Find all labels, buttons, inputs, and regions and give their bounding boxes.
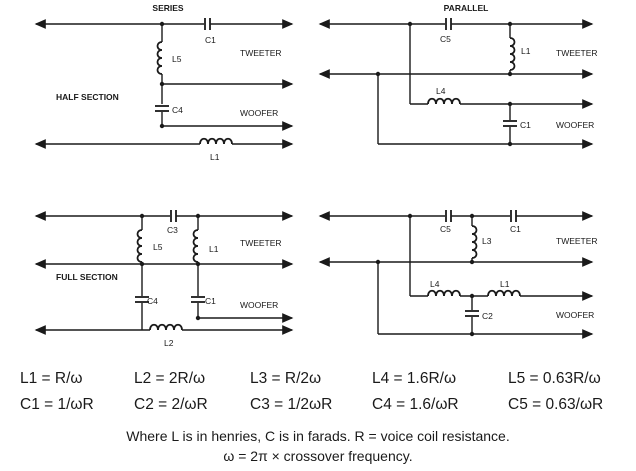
inductor-l2-series-full (149, 323, 183, 331)
label-l5: L5 (172, 54, 182, 64)
woofer-label: WOOFER (556, 120, 594, 130)
label-l1: L1 (521, 46, 531, 56)
inductor-l5-series-half (156, 41, 163, 75)
label-l1: L1 (209, 244, 219, 254)
label-l1: L1 (500, 279, 510, 289)
formula-c4: C4 = 1.6/ωR (372, 396, 459, 413)
capacitor-c1-series-full (191, 296, 205, 303)
formula-l4: L4 = 1.6R/ω (372, 370, 457, 387)
capacitor-c1-parallel-full (510, 210, 517, 222)
woofer-label: WOOFER (556, 310, 594, 320)
full-section-label: FULL SECTION (56, 272, 118, 282)
label-c4: C4 (147, 296, 158, 306)
tweeter-label: TWEETER (556, 48, 598, 58)
label-c1: C1 (205, 35, 216, 45)
capacitor-c2-parallel-full (465, 310, 479, 317)
inductor-l4-parallel-half (427, 97, 461, 105)
formula-c3: C3 = 1/2ωR (250, 396, 333, 413)
series-header: SERIES (152, 3, 184, 13)
inductor-l1-parallel-half (509, 37, 516, 71)
crossover-network-diagram: SERIES C1 L5 C4 L1 TWEETER WOOFER HALF (34, 3, 598, 348)
tweeter-label: TWEETER (556, 236, 598, 246)
tweeter-label: TWEETER (240, 238, 282, 248)
inductor-l1-series-full (192, 229, 199, 263)
tweeter-label: TWEETER (240, 48, 282, 58)
capacitor-c5-parallel-half (445, 18, 452, 30)
label-c1: C1 (510, 224, 521, 234)
label-c4: C4 (172, 105, 183, 115)
parallel-full-section-circuit: C5 C1 L3 L4 L1 C2 (318, 210, 598, 339)
capacitor-formula-row: C1 = 1/ωR C2 = 2/ωR C3 = 1/2ωR C4 = 1.6/… (0, 396, 636, 418)
label-l4: L4 (436, 86, 446, 96)
inductor-l1-series-half (199, 137, 233, 145)
formula-l3: L3 = R/2ω (250, 370, 322, 387)
capacitor-c1-series-half (204, 18, 211, 30)
label-l2: L2 (164, 338, 174, 348)
formula-l2: L2 = 2R/ω (134, 370, 206, 387)
series-full-section-circuit: C3 L5 C4 L1 C1 (34, 210, 294, 348)
inductor-l5-series-full (136, 229, 143, 263)
label-l3: L3 (482, 236, 492, 246)
capacitor-c4-series-full (135, 296, 149, 303)
label-c1: C1 (205, 296, 216, 306)
label-c2: C2 (482, 311, 493, 321)
units-note: Where L is in henries, C is in farads. R… (126, 428, 510, 444)
woofer-label: WOOFER (240, 108, 278, 118)
formula-l5: L5 = 0.63R/ω (508, 370, 601, 387)
label-c3: C3 (167, 225, 178, 235)
inductor-l1-parallel-full (487, 289, 521, 297)
capacitor-c5-parallel-full (445, 210, 452, 222)
formula-c2: C2 = 2/ωR (134, 396, 208, 413)
inductor-formula-row: L1 = R/ω L2 = 2R/ω L3 = R/2ω L4 = 1.6R/ω… (0, 370, 636, 392)
formula-l1: L1 = R/ω (20, 370, 83, 387)
label-c5: C5 (440, 224, 451, 234)
capacitor-c1-parallel-half (503, 120, 517, 127)
formula-c5: C5 = 0.63/ωR (508, 396, 604, 413)
label-c1: C1 (520, 120, 531, 130)
capacitor-c3-series-full (170, 210, 177, 222)
parallel-header: PARALLEL (444, 3, 489, 13)
woofer-label: WOOFER (240, 300, 278, 310)
label-l1: L1 (210, 152, 220, 162)
label-l4: L4 (430, 279, 440, 289)
formula-c1: C1 = 1/ωR (20, 396, 94, 413)
parallel-half-section-circuit: PARALLEL C5 L1 L4 C1 T (318, 3, 598, 149)
capacitor-c4-series-half (155, 105, 169, 112)
omega-note: ω = 2π × crossover frequency. (223, 448, 413, 464)
series-half-section-circuit: SERIES C1 L5 C4 L1 TWEETER WOOFER HALF (34, 3, 294, 162)
half-section-label: HALF SECTION (56, 92, 119, 102)
inductor-l3-parallel-full (471, 225, 478, 259)
label-l5: L5 (153, 242, 163, 252)
inductor-l4-parallel-full (427, 289, 461, 297)
label-c5: C5 (440, 34, 451, 44)
